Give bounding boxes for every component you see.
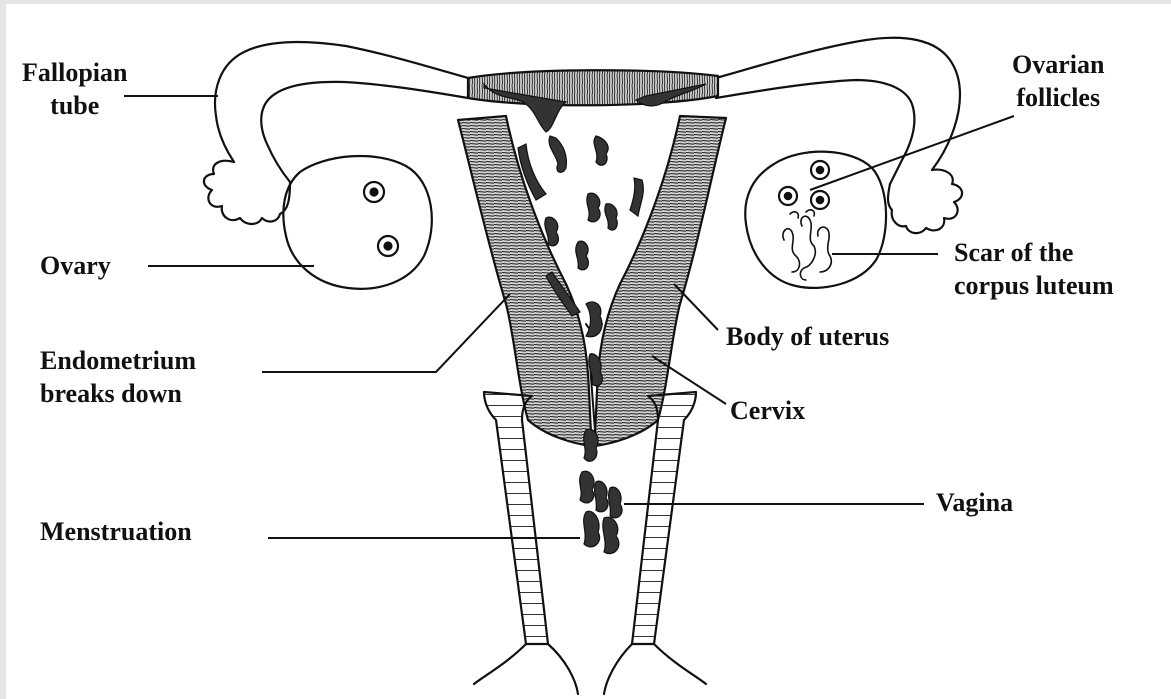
corpus-luteum-scar: [783, 210, 831, 280]
vagina-left-wall: [484, 392, 548, 644]
left-ovary: [283, 156, 431, 289]
label-scar-corpus-luteum: Scar of the corpus luteum: [954, 236, 1114, 302]
right-ovary: [745, 152, 886, 288]
uterine-fundus: [468, 70, 718, 105]
vulva-right: [654, 644, 706, 684]
vulva-left-inner: [548, 644, 578, 694]
label-ovarian-follicles: Ovarian follicles: [1012, 48, 1104, 114]
label-ovary: Ovary: [40, 249, 111, 282]
label-endometrium: Endometrium breaks down: [40, 344, 196, 410]
label-cervix: Cervix: [730, 394, 805, 427]
left-ovary-follicle: [378, 236, 398, 256]
right-ovary-follicle: [779, 187, 797, 205]
right-fallopian-tube: [716, 38, 962, 233]
label-vagina: Vagina: [936, 486, 1013, 519]
vulva-left: [474, 644, 526, 684]
vulva-right-inner: [604, 644, 632, 694]
label-menstruation: Menstruation: [40, 515, 192, 548]
label-fallopian-tube: Fallopian tube: [22, 56, 127, 122]
diagram-canvas: Fallopian tube Ovary Endometrium breaks …: [6, 4, 1171, 699]
right-ovary-follicle: [811, 191, 829, 209]
right-ovary-follicle: [811, 161, 829, 179]
label-body-of-uterus: Body of uterus: [726, 320, 889, 353]
leader-endometrium: [262, 294, 510, 372]
left-ovary-follicle: [364, 182, 384, 202]
leader-body-of-uterus: [674, 284, 718, 330]
